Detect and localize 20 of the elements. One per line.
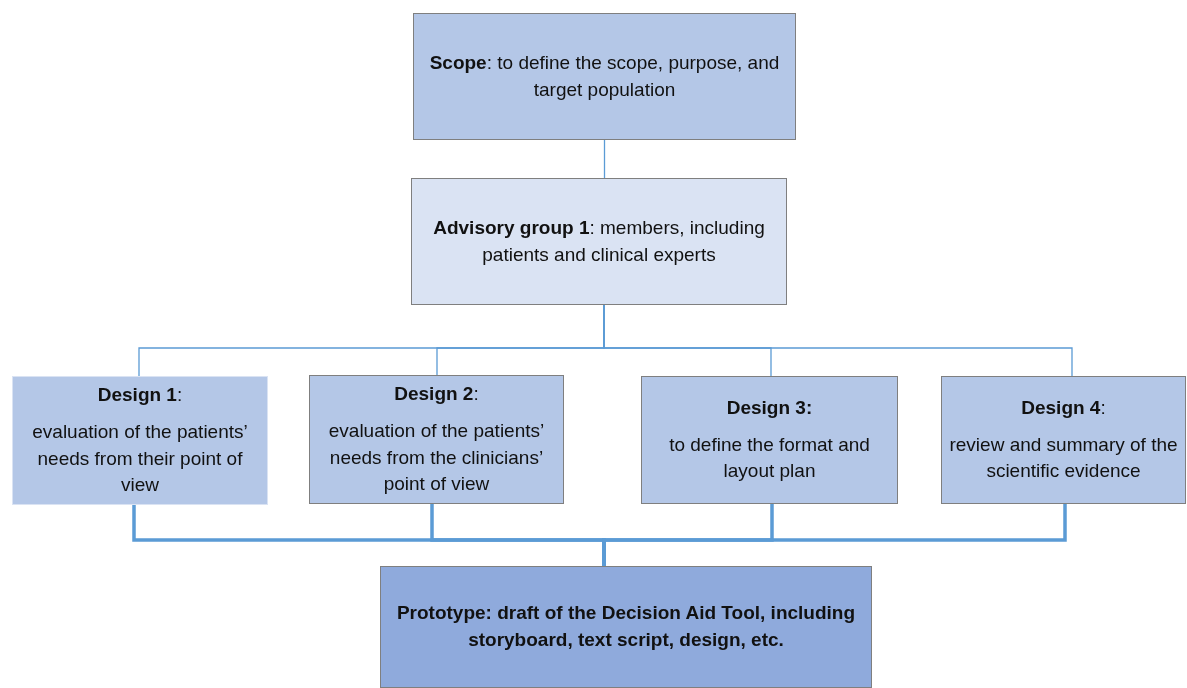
process-box	[12, 376, 268, 505]
box-text: evaluation of the patients’ needs from the clinicians’ point of view	[327, 418, 546, 497]
box-text: to define the format and layout plan	[668, 432, 871, 484]
box-text: evaluation of the patients’ needs from their point of view	[31, 419, 249, 498]
process-box	[413, 13, 796, 140]
connector-line	[602, 504, 1067, 566]
box-heading: Design 3:	[726, 396, 813, 421]
box-text: Advisory group 1: members, including patients and clinical experts	[432, 215, 766, 267]
process-box	[941, 376, 1186, 504]
process-box	[380, 566, 872, 688]
process-box	[411, 178, 787, 305]
box-text: Scope: to define the scope, purpose, and target population	[428, 50, 781, 102]
connector-line	[603, 139, 606, 179]
box-text: Prototype: draft of the Decision Aid Tool, including storyboard, text script, design, etc.	[395, 601, 857, 652]
box-heading: Design 2:	[394, 382, 479, 407]
box-heading: Design 1:	[97, 383, 183, 408]
box-text: review and summary of the scientific evidence	[948, 432, 1179, 484]
process-box	[641, 376, 898, 504]
process-box	[309, 375, 564, 504]
box-heading: Design 4:	[1021, 396, 1106, 421]
